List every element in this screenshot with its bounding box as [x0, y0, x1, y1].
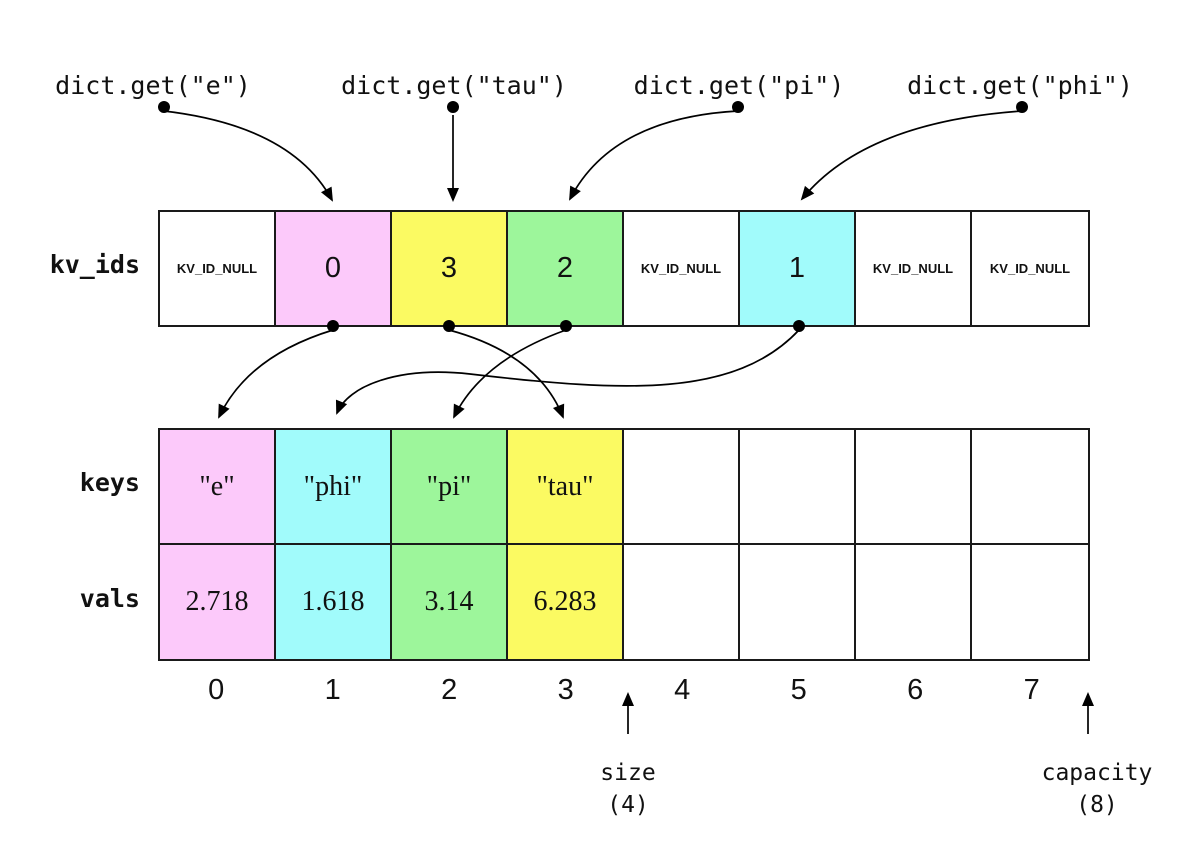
index-label-3: 3: [557, 674, 574, 706]
size-value: (4): [607, 792, 649, 818]
index-label-5: 5: [790, 674, 807, 706]
call-dot-e: [158, 101, 170, 113]
index-label-1: 1: [324, 674, 341, 706]
keys-cell-5: [740, 430, 856, 545]
call-dot-phi: [1016, 101, 1028, 113]
call-label-tau: dict.get("tau"): [341, 71, 567, 100]
capacity-value: (8): [1076, 792, 1118, 818]
keys-cell-0: "e": [160, 430, 276, 545]
vals-cell-7: [972, 545, 1088, 659]
arrow-id0-to-keys0: [218, 329, 334, 419]
kv-ids-cell-6: KV_ID_NULL: [856, 212, 972, 325]
keys-cell-6: [856, 430, 972, 545]
keys-cell-1: "phi": [276, 430, 392, 545]
kv-ids-cell-0: KV_ID_NULL: [160, 212, 276, 325]
slot-index-row: 0 1 2 3 4 5 6 7: [158, 674, 1090, 707]
arrow-call-e: [163, 110, 333, 202]
vals-cell-1: 1.618: [276, 545, 392, 659]
kv-ids-cell-3: 2: [508, 212, 624, 325]
kv-ids-cell-2: 3: [392, 212, 508, 325]
keys-row-label: keys: [79, 468, 140, 497]
call-label-e: dict.get("e"): [55, 71, 251, 100]
kv-ids-array: KV_ID_NULL 0 3 2 KV_ID_NULL 1 KV_ID_NULL…: [158, 210, 1090, 327]
index-label-7: 7: [1023, 674, 1040, 706]
call-dot-tau: [447, 101, 459, 113]
call-dot-pi: [732, 101, 744, 113]
kv-ids-cell-5: 1: [740, 212, 856, 325]
arrow-id1-to-keys1: [335, 329, 800, 415]
arrow-call-pi: [569, 110, 739, 201]
vals-cell-3: 6.283: [508, 545, 624, 659]
arrow-id2-to-keys2: [453, 329, 567, 419]
arrow-id3-to-keys3: [448, 329, 565, 419]
kv-ids-cell-4: KV_ID_NULL: [624, 212, 740, 325]
keys-vals-table: "e" "phi" "pi" "tau" 2.718 1.618 3.14 6.…: [158, 428, 1090, 661]
vals-cell-4: [624, 545, 740, 659]
index-label-0: 0: [208, 674, 225, 706]
index-label-6: 6: [907, 674, 924, 706]
vals-cell-6: [856, 545, 972, 659]
size-label: size: [600, 760, 656, 786]
call-label-phi: dict.get("phi"): [907, 71, 1133, 100]
capacity-label: capacity: [1041, 760, 1153, 786]
keys-cell-3: "tau": [508, 430, 624, 545]
keys-cell-2: "pi": [392, 430, 508, 545]
call-label-pi: dict.get("pi"): [633, 71, 845, 100]
vals-cell-2: 3.14: [392, 545, 508, 659]
vals-row-label: vals: [79, 584, 140, 613]
kv-ids-cell-7: KV_ID_NULL: [972, 212, 1088, 325]
keys-cell-7: [972, 430, 1088, 545]
keys-cell-4: [624, 430, 740, 545]
kv-ids-row-label: kv_ids: [49, 250, 140, 279]
vals-cell-0: 2.718: [160, 545, 276, 659]
arrow-call-phi: [800, 110, 1023, 201]
index-label-4: 4: [674, 674, 691, 706]
index-label-2: 2: [441, 674, 458, 706]
vals-cell-5: [740, 545, 856, 659]
kv-ids-cell-1: 0: [276, 212, 392, 325]
